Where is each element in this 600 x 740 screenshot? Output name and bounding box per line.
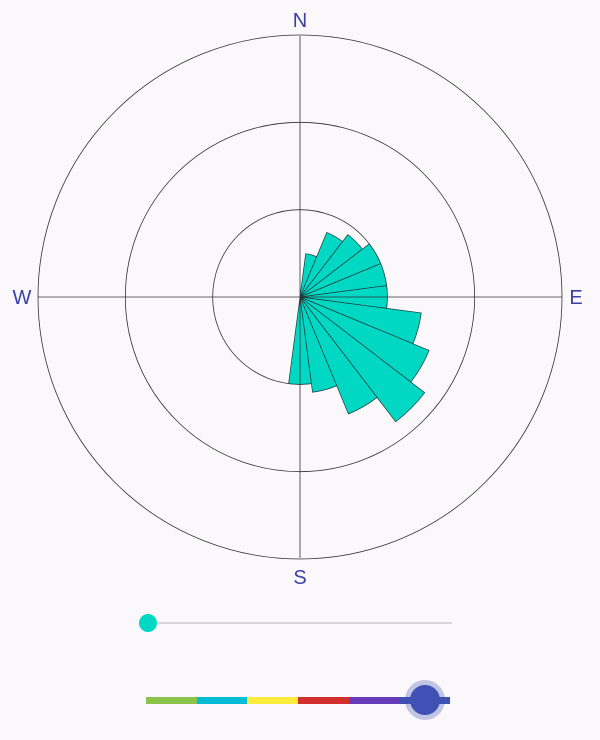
compass-axes — [38, 36, 562, 558]
color-picker-slider[interactable] — [146, 680, 450, 720]
west-label: W — [13, 287, 32, 309]
slider-track[interactable] — [148, 622, 452, 624]
color-slider-thumb[interactable] — [404, 680, 445, 720]
petal-165deg — [299, 296, 338, 393]
south-label: S — [293, 567, 306, 589]
wind-rose-chart: N E S W — [13, 10, 583, 589]
petals — [288, 231, 430, 423]
color-swatch-3[interactable] — [247, 697, 298, 704]
north-label: N — [293, 10, 307, 32]
east-label: E — [569, 287, 582, 309]
opacity-slider[interactable] — [139, 614, 452, 634]
color-swatch-1[interactable] — [146, 697, 197, 704]
slider-thumb[interactable] — [139, 614, 157, 632]
color-swatch-5[interactable] — [348, 697, 400, 704]
color-swatch-4[interactable] — [297, 697, 349, 704]
selected-color-dot — [409, 685, 440, 715]
petal-135deg — [299, 296, 426, 423]
color-swatch-2[interactable] — [196, 697, 248, 704]
petal-150deg — [299, 296, 378, 415]
